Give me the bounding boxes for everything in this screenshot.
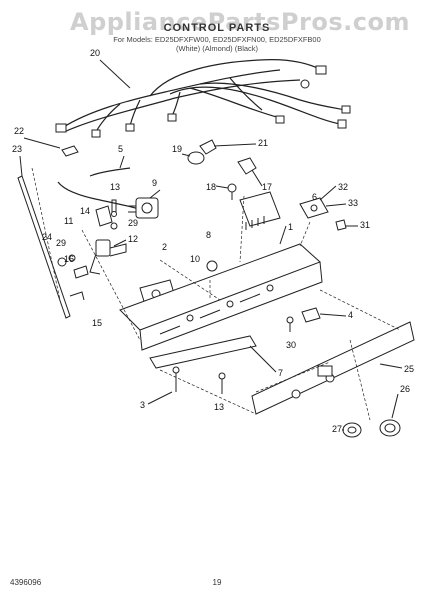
- part-number: 4396096: [10, 578, 42, 587]
- control-knob-left: [57, 254, 89, 279]
- callout-29: 29: [128, 218, 138, 228]
- callout-16: 16: [64, 254, 74, 264]
- leader-lines: [31, 167, 401, 421]
- damper-control: [128, 197, 159, 219]
- callout-11: 11: [64, 216, 73, 226]
- callout-15: 15: [92, 318, 102, 328]
- callout-23: 23: [12, 144, 22, 154]
- callout-13: 13: [110, 182, 120, 192]
- bracket-screw: [110, 199, 118, 230]
- model-list: For Models: ED25DFXFW00, ED25DFXFN00, ED…: [113, 35, 321, 44]
- callout-12: 12: [128, 234, 138, 244]
- watermark: AppliancePartsPros.com: [70, 8, 410, 36]
- callout-17: 17: [262, 182, 272, 192]
- callout-33: 33: [348, 198, 358, 208]
- callout-5: 5: [118, 144, 123, 154]
- control-switch: [299, 197, 329, 219]
- callout-10: 10: [190, 254, 200, 264]
- diagram-title: CONTROL PARTS: [163, 22, 271, 34]
- callout-27: 27: [332, 424, 342, 434]
- callout-6: 6: [312, 192, 317, 202]
- callout-labels: 20 22 23 5 19 21 13 9 18 17 32 14 29 6 3…: [12, 48, 414, 434]
- thermostat: [89, 239, 127, 275]
- screw-13b: [218, 372, 226, 394]
- callout-22: 22: [14, 126, 24, 136]
- callout-7: 7: [278, 368, 283, 378]
- callout-31: 31: [360, 220, 370, 230]
- callout-9: 9: [152, 178, 157, 188]
- callout-13b: 13: [214, 402, 224, 412]
- callout-18: 18: [206, 182, 216, 192]
- switch-housing: [239, 191, 281, 230]
- callout-14: 14: [80, 206, 90, 216]
- callout-29b: 29: [56, 238, 66, 248]
- screw-3: [172, 366, 180, 392]
- capillary-tube: [57, 167, 143, 211]
- control-panel: [251, 321, 415, 415]
- color-list: (White) (Almond) (Black): [175, 44, 259, 53]
- callout-24: 24: [42, 232, 52, 242]
- switch-4: [301, 307, 321, 323]
- callout-2: 2: [162, 242, 167, 252]
- callout-8: 8: [206, 230, 211, 240]
- retainer-strip: [69, 291, 85, 301]
- knob-8: [206, 260, 218, 272]
- callout-leaders: [19, 59, 403, 431]
- callout-25: 25: [404, 364, 414, 374]
- control-housing: [119, 243, 323, 351]
- mounting-bracket: [95, 205, 113, 227]
- callout-30: 30: [286, 340, 296, 350]
- knob-26: [379, 419, 401, 437]
- trim-7: [149, 335, 257, 369]
- callout-32: 32: [338, 182, 348, 192]
- wire-harness: [55, 59, 351, 138]
- knob-27: [342, 422, 362, 438]
- trim-strip: [17, 175, 71, 319]
- lamp-assembly: [187, 139, 257, 200]
- callout-1: 1: [288, 222, 293, 232]
- callout-4: 4: [348, 310, 353, 320]
- wire-clip: [61, 145, 79, 157]
- callout-21: 21: [258, 138, 268, 148]
- callout-19: 19: [172, 144, 182, 154]
- clip-31: [335, 219, 347, 231]
- callout-20: 20: [90, 48, 100, 58]
- page-number: 19: [212, 578, 222, 587]
- callout-26: 26: [400, 384, 410, 394]
- callout-3: 3: [140, 400, 145, 410]
- screw-30: [286, 316, 294, 332]
